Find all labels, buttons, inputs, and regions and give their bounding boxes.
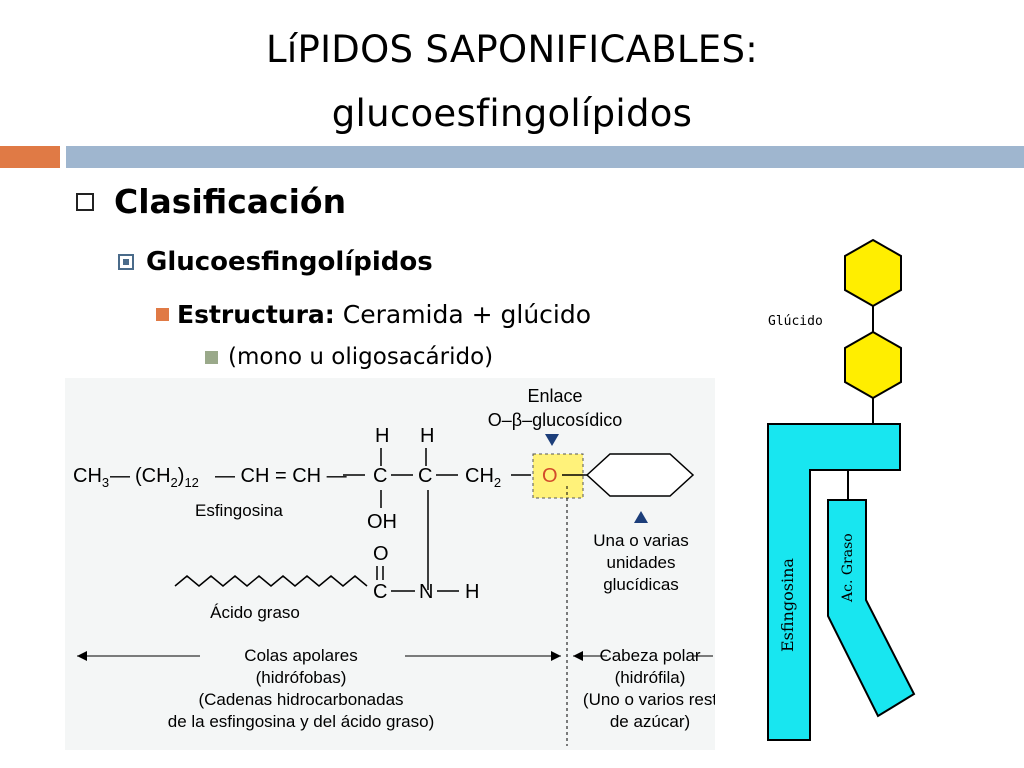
nitrogen-atom: N (419, 581, 433, 603)
glucido-label: Glúcido (768, 314, 823, 329)
colas-label-3: (Cadenas hidrocarbonadas (198, 690, 403, 709)
esfingosina-schematic-label: Esfingosina (778, 558, 797, 652)
glycosphingolipid-structure-figure: Enlace O–β–glucosídico H H CH3 — (CH2)12… (65, 378, 715, 750)
bullet-level1: Clasificación (76, 182, 346, 221)
h-atom-1: H (375, 425, 389, 447)
bullet-level4: (mono u oligosacárido) (205, 344, 493, 370)
slide-title-line2: glucoesfingolípidos (331, 92, 693, 135)
bullet-level3-bold: Estructura: (177, 300, 335, 329)
fatty-acid-zigzag (174, 575, 368, 587)
orange-square-bullet-icon (156, 308, 169, 321)
slide-title-line1: LíPIDOS SAPONIFICABLES: (265, 28, 759, 71)
bullet-level2-text: Glucoesfingolípidos (146, 247, 433, 277)
ch-eq-ch: — CH = CH — (215, 465, 347, 487)
bond-dash: — (110, 465, 130, 487)
colas-label-2: (hidrófobas) (256, 668, 347, 687)
colas-label-4: de la esfingosina y del ácido graso) (168, 712, 435, 731)
cabeza-label-4: de azúcar) (610, 712, 690, 731)
cabeza-label-2: (hidrófila) (615, 668, 686, 687)
carbon-2: C (418, 465, 432, 487)
glucide-hexagon-bottom-icon (844, 330, 902, 400)
accent-bar-orange (0, 146, 60, 168)
accent-bar-blue (66, 146, 1024, 168)
bullet-level2: Glucoesfingolípidos (118, 247, 433, 277)
oh-group: OH (367, 511, 397, 533)
sugar-arrow-icon (634, 511, 648, 523)
green-square-bullet-icon (205, 350, 218, 364)
esfingosina-text: Esfingosina (195, 501, 283, 520)
bullet-level3: Estructura: Ceramida + glúcido (156, 300, 591, 329)
glucide-hexagon-top-icon (844, 238, 902, 308)
ch2-chain: (CH2)12 (135, 465, 199, 490)
h-atom-2: H (420, 425, 434, 447)
bullet-level4-text: (mono u oligosacárido) (228, 344, 494, 370)
ch3-group: CH3 (73, 465, 109, 490)
sugar-label-3: glucídicas (603, 575, 679, 594)
nh-hydrogen: H (465, 581, 479, 603)
enlace-label-2: O–β–glucosídico (488, 410, 622, 430)
cabeza-label-3: (Uno o varios rest (583, 690, 715, 709)
o-link-atom: O (542, 465, 558, 487)
ch2-group: CH2 (465, 465, 501, 490)
sphingosine-body (767, 423, 901, 741)
filled-square-bullet-icon (118, 254, 134, 270)
glycosphingolipid-schematic: Glúcido Esfingosina Ac. Graso (767, 238, 916, 741)
fatty-acid-body (827, 499, 916, 718)
enlace-arrow-icon (545, 434, 559, 446)
acgraso-schematic-label: Ac. Graso (840, 533, 856, 603)
hollow-square-bullet-icon (76, 192, 94, 211)
cabeza-label-1: Cabeza polar (599, 646, 700, 665)
carbon-1: C (373, 465, 387, 487)
bullet-level1-text: Clasificación (114, 182, 347, 221)
sugar-label-1: Una o varias (593, 531, 688, 550)
colas-label-1: Colas apolares (244, 646, 357, 665)
sugar-ring-icon (585, 453, 695, 497)
acido-graso-text: Ácido graso (210, 603, 300, 622)
carbonyl-carbon: C (373, 581, 387, 603)
sugar-label-2: unidades (606, 553, 675, 572)
enlace-label-1: Enlace (527, 386, 582, 406)
bullet-level3-text: Ceramida + glúcido (334, 300, 592, 329)
carbonyl-oxygen: O (373, 543, 389, 565)
